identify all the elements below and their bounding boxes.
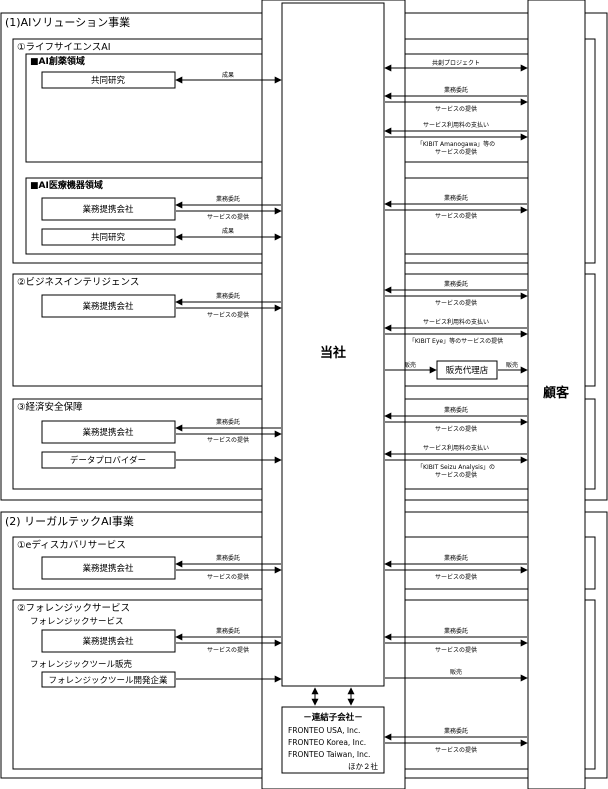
- bi-gyomu-left-label: 業務委託: [216, 292, 240, 300]
- forensic-service-left-label: サービスの提供: [207, 646, 249, 654]
- tool-developer-label: フォレンジックツール開発企業: [48, 675, 168, 686]
- customer-column: [527, 0, 586, 789]
- drug-service-label: サービスの提供: [435, 105, 477, 113]
- ediscovery-gyomu-right-label: 業務委託: [444, 554, 468, 562]
- medical-service-left-label: サービスの提供: [207, 213, 249, 221]
- joint-research-label-2: 共同研究: [91, 232, 126, 243]
- partner-label-medical: 業務提携会社: [82, 204, 134, 215]
- joint-research-box-1: [41, 71, 176, 89]
- life-science-title: ①ライフサイエンスAI: [17, 42, 111, 53]
- tool-developer-box: [41, 671, 176, 688]
- business-intelligence-title: ②ビジネスインテリジェンス: [17, 277, 139, 288]
- forensic-service-right-label: サービスの提供: [435, 646, 477, 654]
- drug-fee-label: サービス利用料の支払い: [423, 121, 489, 129]
- partner-box-ediscovery: [41, 556, 176, 580]
- bi-service-left-label: サービスの提供: [207, 311, 249, 319]
- section2-title: (2) リーガルテックAI事業: [5, 515, 134, 528]
- drug-gyomu-label: 業務委託: [444, 86, 468, 94]
- amanogawa-label-1: 「KIBIT Amanogawa」等の: [417, 140, 495, 148]
- subsidiary-taiwan: FRONTEO Taiwan, Inc.: [288, 750, 370, 759]
- medical-service-right-label: サービスの提供: [435, 212, 477, 220]
- partner-box-forensic: [41, 629, 176, 653]
- medical-gyomu-right-label: 業務委託: [444, 194, 468, 202]
- data-provider-label: データプロバイダー: [70, 455, 146, 466]
- economic-security-title: ③経済安全保障: [17, 401, 83, 413]
- subsidiary-service-label: サービスの提供: [435, 746, 477, 754]
- ediscovery-title: ①eディスカバリサービス: [17, 539, 126, 551]
- joint-research-label-1: 共同研究: [91, 75, 126, 86]
- forensic-sales-label: 販売: [450, 668, 462, 676]
- ediscovery-service-right-label: サービスの提供: [435, 573, 477, 581]
- subsidiary-usa: FRONTEO USA, Inc.: [288, 726, 360, 735]
- medical-gyomu-left-label: 業務委託: [216, 195, 240, 203]
- bi-gyomu-right-label: 業務委託: [444, 280, 468, 288]
- bi-sales-label-2: 販売: [506, 361, 518, 369]
- bi-fee-label: サービス利用料の支払い: [423, 318, 489, 326]
- partner-label-bi: 業務提携会社: [82, 301, 134, 312]
- medical-result-label: 成果: [222, 227, 234, 235]
- partner-box-econ: [41, 420, 176, 444]
- seizu-label-2: サービスの提供: [435, 471, 477, 479]
- forensic-service-subtitle: フォレンジックサービス: [30, 617, 124, 627]
- subsidiary-korea: FRONTEO Korea, Inc.: [288, 738, 366, 747]
- seizu-label-1: 「KIBIT Seizu Analysis」の: [417, 464, 495, 471]
- main-company-label: 当社: [320, 345, 346, 361]
- amanogawa-label-2: サービスの提供: [435, 148, 477, 156]
- ediscovery-gyomu-left-label: 業務委託: [216, 554, 240, 562]
- drug-discovery-title: ■AI創薬領域: [30, 55, 85, 67]
- bi-sales-label-1: 販売: [404, 361, 416, 369]
- partner-label-econ: 業務提携会社: [82, 427, 134, 438]
- drug-result-label: 成果: [222, 71, 234, 79]
- medical-device-title: ■AI医療機器領域: [30, 179, 103, 191]
- forensic-gyomu-left-label: 業務委託: [216, 627, 240, 635]
- partner-label-ediscovery: 業務提携会社: [82, 563, 134, 574]
- econ-fee-label: サービス利用料の支払い: [423, 444, 489, 452]
- subsidiaries-box: [281, 706, 385, 774]
- forensic-tool-subtitle: フォレンジックツール販売: [30, 659, 133, 670]
- section1-title: (1)AIソリューション事業: [5, 16, 130, 29]
- subsidiaries-title: －連結子会社－: [303, 712, 363, 723]
- subsidiary-others: ほか２社: [348, 761, 378, 771]
- subsidiary-gyomu-label: 業務委託: [444, 727, 468, 735]
- customer-label: 顧客: [543, 385, 570, 401]
- bi-service-right-label: サービスの提供: [435, 299, 477, 307]
- partner-box-bi: [41, 294, 176, 318]
- econ-gyomu-right-label: 業務委託: [444, 406, 468, 414]
- partner-box-medical: [41, 197, 176, 221]
- sales-agent-box: [436, 360, 498, 380]
- kibit-eye-label: 「KIBIT Eye」等のサービスの提供: [409, 337, 503, 345]
- data-provider-box: [41, 451, 176, 469]
- joint-research-box-2: [41, 228, 176, 246]
- ediscovery-service-left-label: サービスの提供: [207, 573, 249, 581]
- main-company-box: [281, 2, 385, 687]
- joint-project-label: 共創プロジェクト: [432, 59, 480, 67]
- forensic-gyomu-right-label: 業務委託: [444, 627, 468, 635]
- forensic-title: ②フォレンジックサービス: [17, 603, 130, 614]
- partner-label-forensic: 業務提携会社: [82, 636, 134, 647]
- econ-service-right-label: サービスの提供: [435, 425, 477, 433]
- sales-agent-label: 販売代理店: [446, 365, 489, 376]
- econ-service-left-label: サービスの提供: [207, 436, 249, 444]
- econ-gyomu-left-label: 業務委託: [216, 418, 240, 426]
